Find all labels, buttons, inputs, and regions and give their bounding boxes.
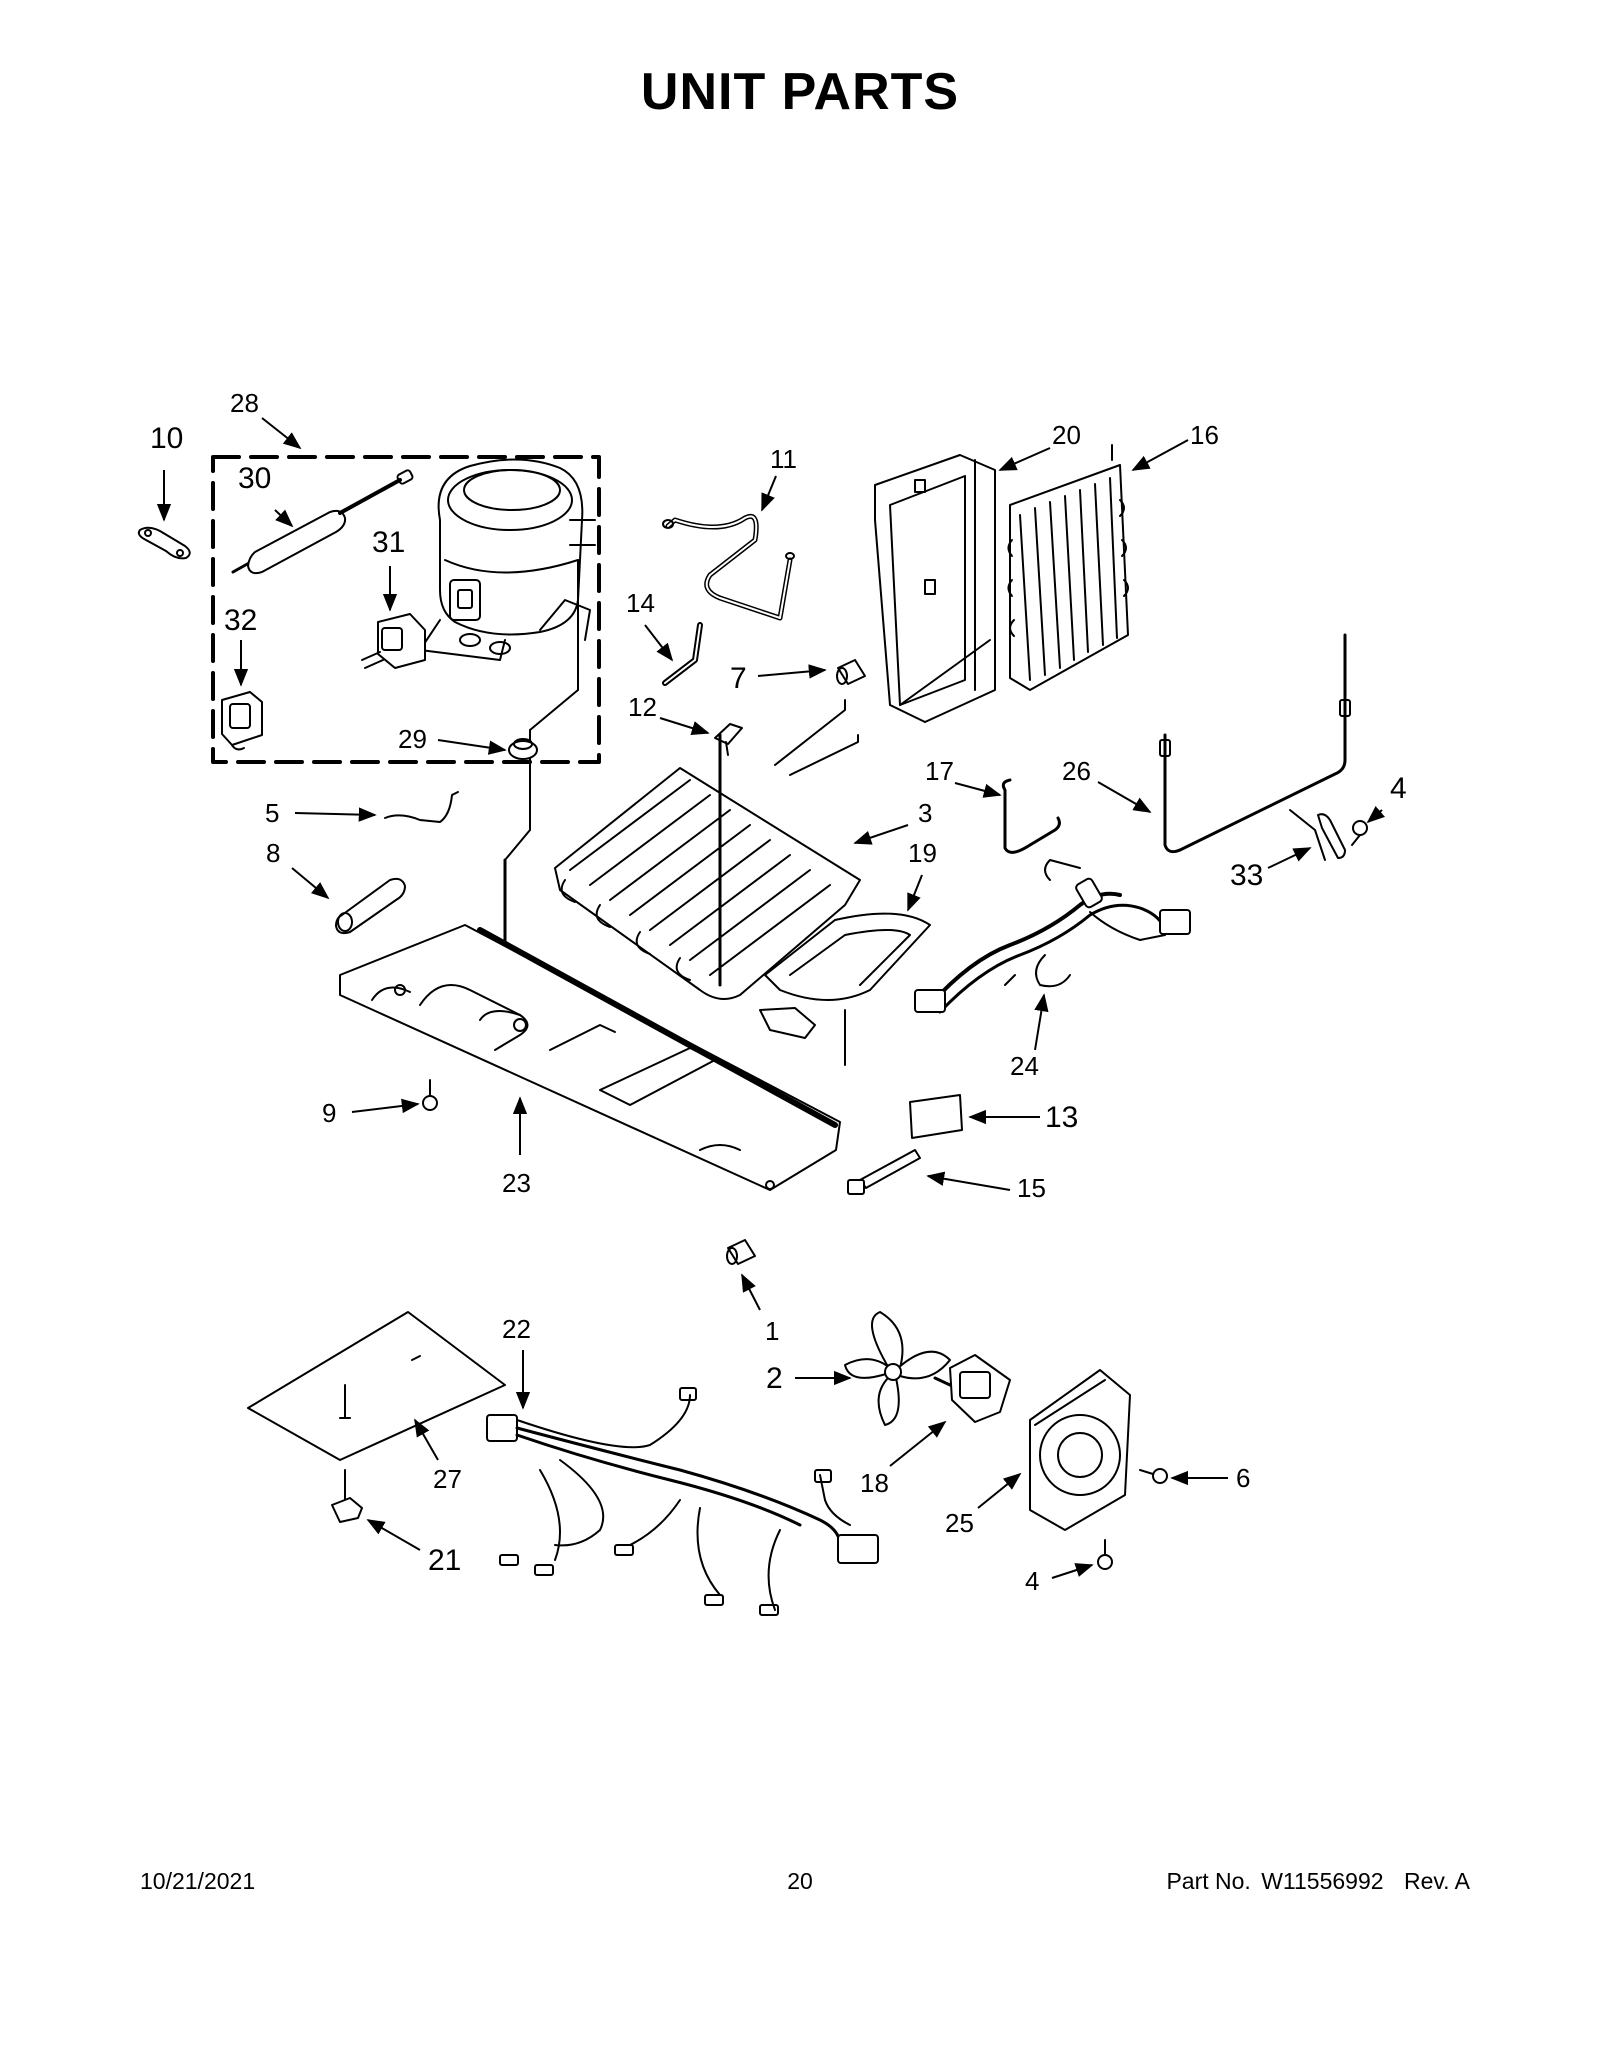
callout-4-lower: 4 [1025, 1566, 1039, 1596]
revision: Rev. A [1403, 1868, 1470, 1894]
part-22-harness [486, 1387, 879, 1616]
part-7-coupler [836, 659, 866, 685]
part-23-base [339, 924, 841, 1191]
callout-13: 13 [1045, 1101, 1078, 1134]
callout-33: 33 [1230, 859, 1263, 892]
footer-page-number: 20 [787, 1868, 813, 1894]
part-29-grommet [508, 738, 538, 760]
callout-31: 31 [372, 526, 405, 559]
part-10-strap [137, 526, 191, 560]
part-26-sensor [1159, 633, 1351, 861]
callout-22: 22 [502, 1314, 531, 1344]
callout-32: 32 [224, 604, 257, 637]
callout-5: 5 [265, 798, 279, 828]
callout-17: 17 [925, 756, 954, 786]
callout-30: 30 [238, 462, 271, 495]
callout-6: 6 [1236, 1463, 1250, 1493]
part-13-pad [909, 1094, 963, 1139]
callout-1: 1 [765, 1316, 779, 1346]
callout-19: 19 [908, 838, 937, 868]
page-title: UNIT PARTS [640, 63, 960, 121]
part-9-screw [422, 1079, 438, 1111]
callout-12: 12 [628, 692, 657, 722]
part-2-fan-blade [844, 1311, 951, 1426]
part-25-fan-shroud [1029, 1369, 1131, 1531]
part-14-tube [662, 622, 703, 686]
part-27-sheet [247, 1311, 506, 1506]
callout-16: 16 [1190, 420, 1219, 450]
callout-24: 24 [1010, 1051, 1039, 1081]
part-16-condenser-coil [1007, 444, 1129, 691]
part-17-bracket [1001, 778, 1061, 854]
footer-date: 10/21/2021 [140, 1868, 256, 1894]
part-31-start-relay [361, 613, 426, 669]
callout-25: 25 [945, 1508, 974, 1538]
part-24-harness [914, 859, 1191, 1014]
callout-21: 21 [428, 1544, 461, 1577]
part-3-evaporator [554, 699, 861, 1000]
callout-28: 28 [230, 388, 259, 418]
part-18-fan-motor [933, 1354, 1011, 1423]
part-15-cable-tie [847, 1149, 921, 1195]
part-11-tubing [662, 513, 795, 621]
callout-labels: 28 10 30 31 32 29 11 14 7 12 20 16 17 26… [150, 388, 1407, 1596]
part-19-drain-pan [744, 912, 931, 1116]
callout-18: 18 [860, 1468, 889, 1498]
callout-29: 29 [398, 724, 427, 754]
part-8-sleeve [335, 877, 406, 935]
part-5-wire [384, 791, 459, 823]
callout-20: 20 [1052, 420, 1081, 450]
part-21-clip [331, 1497, 363, 1523]
callout-9: 9 [322, 1098, 336, 1128]
part-20-condenser-shroud [874, 454, 996, 723]
part-6-screw [1139, 1468, 1168, 1484]
callout-26: 26 [1062, 756, 1091, 786]
part-30-filter-drier [231, 469, 414, 575]
callout-2: 2 [766, 1362, 783, 1395]
footer-part-number: Part No. W11556992 Rev. A [1162, 1868, 1470, 1895]
part-32-overload [221, 691, 263, 751]
part-1-coupler [726, 1239, 756, 1265]
part-number-value: W11556992 [1261, 1868, 1384, 1894]
callout-3: 3 [918, 798, 932, 828]
part-4-screw-upper [1351, 820, 1368, 846]
callout-23: 23 [502, 1168, 531, 1198]
callout-4-upper: 4 [1390, 772, 1407, 805]
callout-8: 8 [266, 838, 280, 868]
part-33-clip [1317, 813, 1346, 859]
leader-lines [156, 417, 1385, 1579]
callout-27: 27 [433, 1464, 462, 1494]
compressor-kit-outline [211, 455, 601, 764]
callout-10: 10 [150, 422, 183, 455]
part-number-label: Part No. [1166, 1868, 1251, 1894]
part-4-screw-lower [1097, 1539, 1113, 1570]
callout-7: 7 [730, 662, 747, 695]
callout-11: 11 [770, 444, 797, 474]
callout-14: 14 [626, 588, 655, 618]
callout-15: 15 [1017, 1173, 1046, 1203]
part-12-clip [714, 723, 743, 756]
part-compressor [419, 458, 596, 1022]
